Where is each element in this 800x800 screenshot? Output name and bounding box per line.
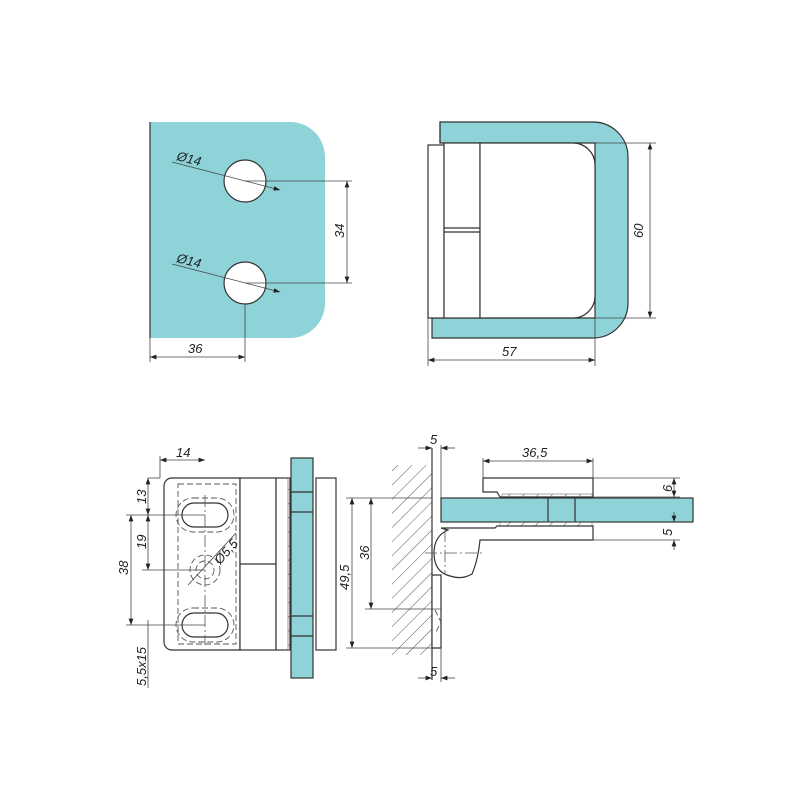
bottom-thickness-label: 5 (660, 528, 675, 536)
depth-label: 57 (502, 344, 517, 359)
side-view: 60 57 (427, 121, 656, 366)
wall-gap-bottom-label: 5 (430, 664, 438, 679)
hole-diameter-label: Ø14 (174, 148, 202, 169)
wall-gap-top-label: 5 (430, 432, 438, 447)
total-height-label: 49,5 (337, 564, 352, 590)
slot-size-label: 5,5x15 (134, 646, 149, 686)
clamp-length-label: 36,5 (522, 445, 548, 460)
glass-panel (431, 121, 629, 339)
section-view: 5 5 36,5 6 5 36 49,5 (337, 432, 694, 682)
top-thickness-label: 6 (660, 484, 675, 492)
wall (392, 465, 432, 655)
hole-offset-label: 36 (188, 341, 203, 356)
front-view: Ø14 Ø14 34 36 (149, 122, 352, 362)
back-view: 14 13 19 38 5,5x15 Ø5,5 (116, 445, 337, 688)
inner-height-label: 36 (357, 545, 372, 560)
glass-panel (290, 457, 314, 679)
height-label: 60 (631, 223, 646, 238)
hole-diameter-label: Ø14 (174, 250, 202, 271)
top-offset-label: 13 (134, 489, 149, 504)
glass-panel (440, 497, 694, 523)
hole-spacing-label: 34 (332, 224, 347, 238)
mid-offset-label: 19 (134, 535, 149, 549)
glass-panel (150, 122, 325, 338)
slot-width-label: 14 (176, 445, 190, 460)
slot-span-label: 38 (116, 560, 131, 575)
